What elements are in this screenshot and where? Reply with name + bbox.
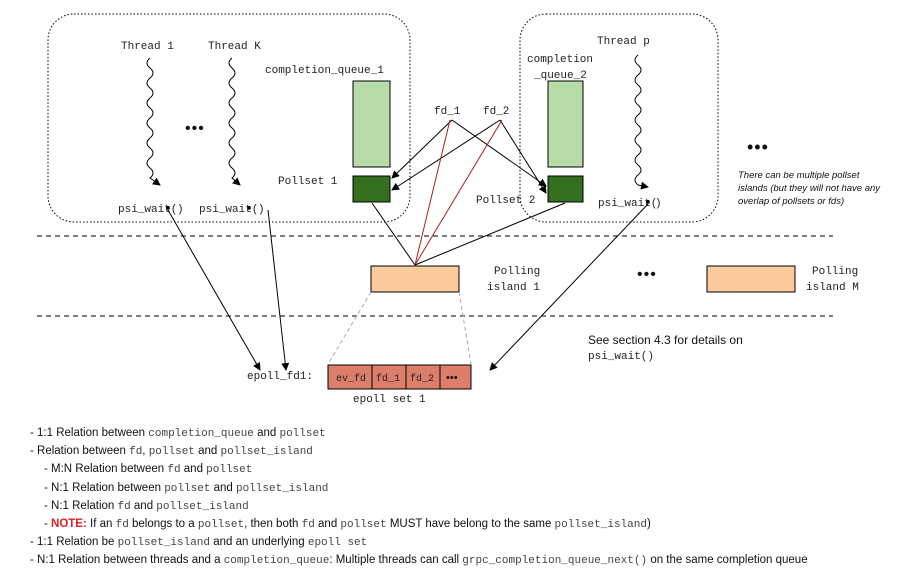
note-line: - NOTE: If an fd belongs to a pollset, t… [44,518,651,532]
completion-queue-2-label-a: completion [527,54,593,66]
epoll-cell-more [439,364,472,390]
fd2-to-island-red-line [414,119,503,266]
epoll-cell-fd-1-text: fd_1 [376,373,400,385]
pollset-2-label: Pollset 2 [476,195,535,207]
note-line: - N:1 Relation between threads and a com… [30,554,808,568]
epoll-set-label: epoll set 1 [353,394,426,406]
thread-dots: ••• [185,120,205,137]
thread-p-line [634,54,649,190]
completion-queue-2-label-b: _queue_2 [533,70,587,82]
note-line: - 1:1 Relation be pollset_island and an … [30,536,368,550]
epoll-cell-ev-fd-text: ev_fd [336,373,366,385]
epoll-cell-fd-2-text: fd_2 [410,373,434,385]
note-line-3: overlap of pollsets or fds) [738,196,844,207]
left-pollset-island [47,13,411,223]
polling-island-m-box [706,265,796,293]
psi-wait-p-close: ) [655,198,662,210]
completion-queue-1-box [352,80,391,168]
more-islands-dots: ••• [747,137,769,157]
fd2-to-pollset2-arrow [499,119,547,194]
psi-wait-2-dot [247,206,251,210]
polling-island-1-label-a: Polling [494,266,540,278]
fd2-to-pollset1-arrow [391,119,501,191]
completion-queue-2-box [547,80,584,168]
fd1-to-pollset1-arrow [391,119,453,179]
relation-notes: - 1:1 Relation between completion_queue … [30,425,890,571]
fd-2-label: fd_2 [483,106,509,118]
completion-queue-1-label: completion_queue_1 [265,65,384,77]
psi-wait-2-close: ) [258,204,265,216]
psi-wait-2-to-epoll-arrow [267,209,290,371]
thread-1-line [146,57,161,186]
note-line: - Relation between fd, pollset and polls… [30,445,313,459]
fd1-to-island-red-line [414,119,451,266]
psi-wait-1-label: psi_wait( [118,204,177,216]
pollset-1-box [352,175,391,203]
island-to-epoll-left-dash [327,291,372,365]
note-line: - N:1 Relation between pollset and polls… [44,481,329,495]
psi-wait-1-dot [166,206,170,210]
thread-1-label: Thread 1 [121,41,174,53]
psi-wait-p-label: psi_wait( [598,198,657,210]
thread-k-label: Thread K [208,41,261,53]
psi-wait-1-to-epoll-arrow [167,209,261,371]
epoll-fd-label: epoll_fd1: [247,371,313,383]
fd1-to-pollset2-arrow [451,119,547,187]
epoll-cell-more-text: ••• [446,372,458,384]
pollset-1-label: Pollset 1 [278,176,338,188]
island-to-epoll-right-dash [458,291,472,365]
section-ref-text: See section 4.3 for details on [588,333,743,347]
psi-wait-1-close: ) [177,204,184,216]
pollset1-to-island-line [371,202,416,266]
thread-k-line [228,57,241,186]
pollset-diagram: Thread 1 Thread K Thread p ••• completio… [37,13,881,406]
epoll-cell-fd-1 [371,364,407,390]
right-pollset-island [519,13,719,223]
psi-wait-p-dot [646,200,650,204]
pollset-2-box [547,175,584,203]
section-ref-code: psi_wait() [588,351,654,363]
note-line-2: islands (but they will not have any [738,183,881,194]
polling-dots: ••• [637,266,657,283]
fd-1-label: fd_1 [434,106,461,118]
note-line: - M:N Relation between fd and pollset [44,463,253,477]
pollset2-to-island-line [414,202,566,266]
thread-p-label: Thread p [597,36,650,48]
note-line: - N:1 Relation fd and pollset_island [44,499,249,513]
psi-wait-p-to-epoll-arrow [489,203,649,371]
polling-island-1-label-b: island 1 [487,282,540,294]
polling-island-1-box [370,265,460,293]
epoll-cell-ev-fd [327,364,373,390]
note-line: - 1:1 Relation between completion_queue … [30,427,326,440]
note-line-1: There can be multiple pollset [738,170,860,181]
polling-island-m-label-a: Polling [812,266,858,278]
polling-island-m-label-b: island M [806,282,859,294]
psi-wait-2-label: psi_wait( [199,204,258,216]
